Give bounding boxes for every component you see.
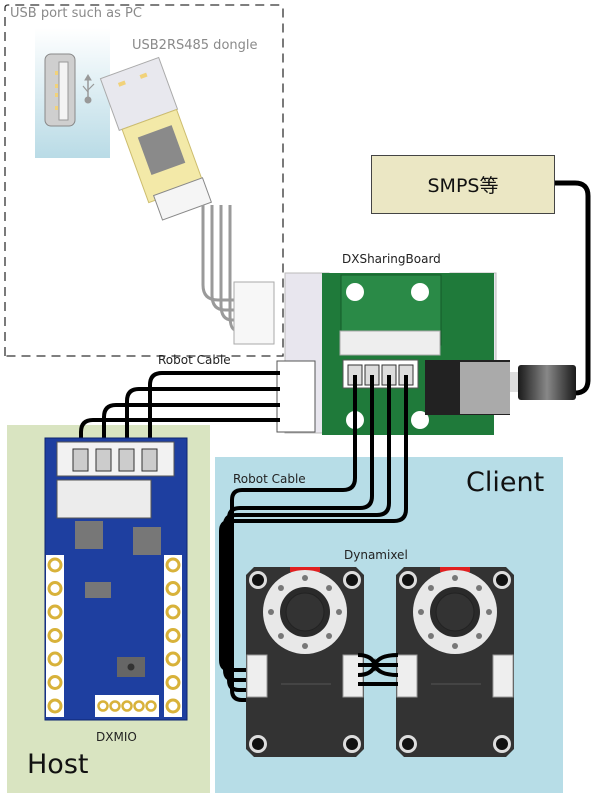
header-pin [165,698,181,714]
header-pin [47,698,63,714]
dongle-cable-connector [233,281,275,345]
usb-port [35,28,110,158]
dc-plug [508,365,576,400]
header-pin [133,700,145,712]
dxmio-board [44,437,188,721]
host-cable-label: Robot Cable [158,353,231,367]
header-pin [165,651,181,667]
header-pin [47,581,63,596]
dxmio-label: DXMIO [96,730,137,744]
power-cable [555,180,591,396]
sharing-board-label: DXSharingBoard [342,252,441,266]
header-pin [145,700,157,712]
servo-link-cable [357,653,399,686]
host-cable-connector [276,360,316,433]
dxsharingboard [284,272,510,435]
header-pin [165,557,181,573]
header-pin [47,557,63,573]
dynamixel-servo-1 [246,567,364,757]
dynamixel-servo-2 [396,567,514,757]
header-pin [47,604,63,620]
usb-area-border [4,4,284,357]
dxmio-pin-headers [47,557,181,714]
dynamixel-label: Dynamixel [344,548,408,562]
host-label: Host [27,749,89,780]
smps-label: SMPS等 [427,175,499,197]
host-robot-cable [79,371,280,455]
header-pin [109,700,121,712]
header-pin [47,651,63,667]
usb2rs485-dongle [99,56,213,221]
usb-symbol-icon [82,74,95,104]
header-pin [165,581,181,596]
client-cable-label: Robot Cable [233,472,306,486]
header-pin [165,628,181,643]
client-label: Client [466,467,545,498]
smps-box: SMPS等 [371,155,555,214]
header-pin [165,604,181,620]
usb-port-label: USB port such as PC [10,6,142,21]
header-pin [121,700,133,712]
header-pin [47,675,63,690]
dongle-label: USB2RS485 dongle [132,38,258,53]
header-pin [165,675,181,690]
dongle-cable [201,205,238,332]
client-robot-cable [219,375,408,702]
header-pin [97,700,109,712]
header-pin [47,628,63,643]
